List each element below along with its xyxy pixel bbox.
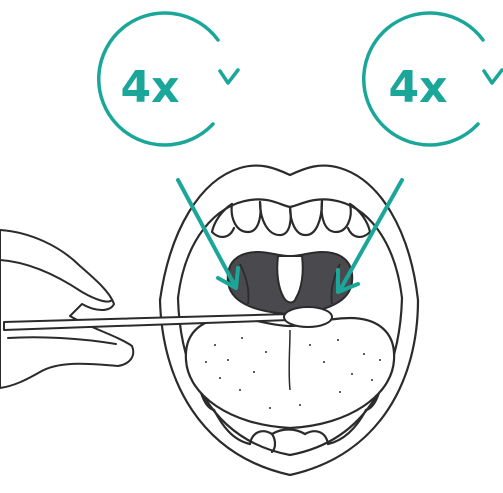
right-rotation-badge: 4x: [364, 13, 502, 145]
swab-tip: [284, 307, 332, 327]
throat: [228, 252, 352, 314]
hand-palm: [0, 230, 133, 388]
left-count-label: 4x: [121, 62, 180, 113]
right-count-label: 4x: [389, 62, 448, 113]
left-rotation-badge: 4x: [99, 13, 238, 145]
right-rotation-arrowhead-icon: [484, 70, 502, 83]
left-rotation-arrowhead-icon: [220, 70, 238, 83]
hand: [0, 230, 133, 388]
